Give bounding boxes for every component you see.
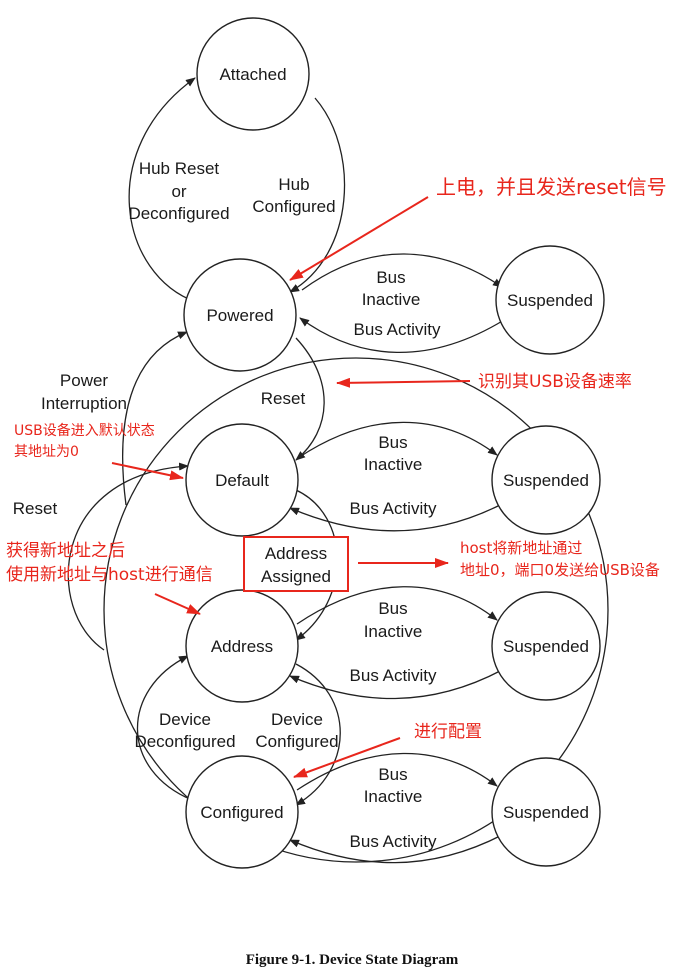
figure-caption: Figure 9-1. Device State Diagram: [246, 952, 459, 968]
edge-powered-bus-activity: [299, 317, 505, 354]
state-suspended-configured-label: Suspended: [503, 803, 589, 822]
label-default-bus-inactive-1: Bus: [378, 433, 407, 452]
label-address-assigned-1: Address: [265, 544, 327, 563]
annotation-new-address-2: 使用新地址与host进行通信: [6, 564, 213, 585]
annotation-host-address-1: host将新地址通过: [460, 539, 582, 557]
annotation-power-on: 上电，并且发送reset信号: [436, 175, 667, 199]
state-default-node: [185, 423, 299, 537]
label-power-interruption-2: Interruption: [41, 394, 127, 413]
label-reset-outer: Reset: [13, 499, 58, 518]
label-device-configured-1: Device: [271, 710, 323, 729]
label-default-bus-inactive-2: Inactive: [364, 455, 423, 474]
arrow-configure: [293, 737, 401, 778]
edge-powered-bus-inactive: [301, 253, 503, 291]
state-suspended-address-node: [491, 591, 601, 701]
label-hub-configured-line1: Hub: [278, 175, 309, 194]
label-device-deconfigured-2: Deconfigured: [134, 732, 235, 751]
edge-device-deconfigured: [136, 655, 193, 801]
label-hub-reset-line3: Deconfigured: [128, 204, 229, 223]
edge-default-bus-activity: [289, 504, 501, 532]
state-suspended-configured-node: [491, 757, 601, 867]
edge-default-bus-inactive: [297, 421, 498, 459]
state-powered-node: [183, 258, 297, 372]
label-powered-bus-activity: Bus Activity: [354, 320, 441, 339]
state-suspended-powered-node: [495, 245, 605, 355]
label-power-interruption-1: Power: [60, 371, 109, 390]
edge-power-interruption: [121, 331, 188, 506]
arrow-default-state: [111, 462, 184, 481]
state-powered-label: Powered: [206, 306, 273, 325]
state-configured-node: [185, 755, 299, 869]
arrow-power-on: [289, 196, 429, 281]
label-configured-bus-activity: Bus Activity: [350, 832, 437, 851]
label-hub-configured-line2: Configured: [252, 197, 335, 216]
arrow-identify-speed: [336, 377, 471, 388]
label-configured-bus-inactive-2: Inactive: [364, 787, 423, 806]
annotation-default-state-2: 其地址为0: [14, 444, 79, 460]
state-attached-label: Attached: [219, 65, 286, 84]
edge-outer-reset: [67, 462, 189, 651]
edge-hub-reset: [128, 77, 197, 303]
edge-configured-bus-activity: [289, 834, 503, 864]
label-hub-reset-line1: Hub Reset: [139, 159, 220, 178]
label-configured-bus-inactive-1: Bus: [378, 765, 407, 784]
annotation-default-state-1: USB设备进入默认状态: [14, 422, 155, 439]
state-address-node: [185, 589, 299, 703]
label-powered-bus-inactive-2: Inactive: [362, 290, 421, 309]
label-address-bus-inactive-2: Inactive: [364, 622, 423, 641]
state-default-label: Default: [215, 471, 269, 490]
edge-hub-configured: [289, 97, 346, 293]
edge-device-configured: [295, 663, 341, 806]
label-address-bus-inactive-1: Bus: [378, 599, 407, 618]
state-address-label: Address: [211, 637, 273, 656]
label-reset-inner: Reset: [261, 389, 306, 408]
label-device-deconfigured-1: Device: [159, 710, 211, 729]
annotation-identify-speed: 识别其USB设备速率: [478, 372, 632, 392]
annotation-configure: 进行配置: [414, 722, 482, 742]
state-suspended-address-label: Suspended: [503, 637, 589, 656]
arrow-new-address: [154, 593, 201, 615]
annotation-host-address-2: 地址0，端口0发送给USB设备: [460, 561, 660, 579]
annotation-new-address-1: 获得新地址之后: [6, 541, 125, 561]
state-suspended-powered-label: Suspended: [507, 291, 593, 310]
address-assigned-box: [243, 536, 349, 592]
label-powered-bus-inactive-1: Bus: [376, 268, 405, 287]
label-device-configured-2: Configured: [255, 732, 338, 751]
state-suspended-default-label: Suspended: [503, 471, 589, 490]
state-configured-label: Configured: [200, 803, 283, 822]
edge-powered-to-default-reset: [295, 337, 325, 461]
state-suspended-default-node: [491, 425, 601, 535]
edge-address-bus-activity: [289, 669, 503, 700]
edge-configured-bus-inactive: [296, 752, 498, 791]
label-address-bus-activity: Bus Activity: [350, 666, 437, 685]
label-default-bus-activity: Bus Activity: [350, 499, 437, 518]
label-hub-reset-line2: or: [171, 182, 186, 201]
reset-region-boundary: [103, 357, 609, 863]
label-address-assigned-2: Assigned: [261, 567, 331, 586]
state-attached-node: [196, 17, 310, 131]
